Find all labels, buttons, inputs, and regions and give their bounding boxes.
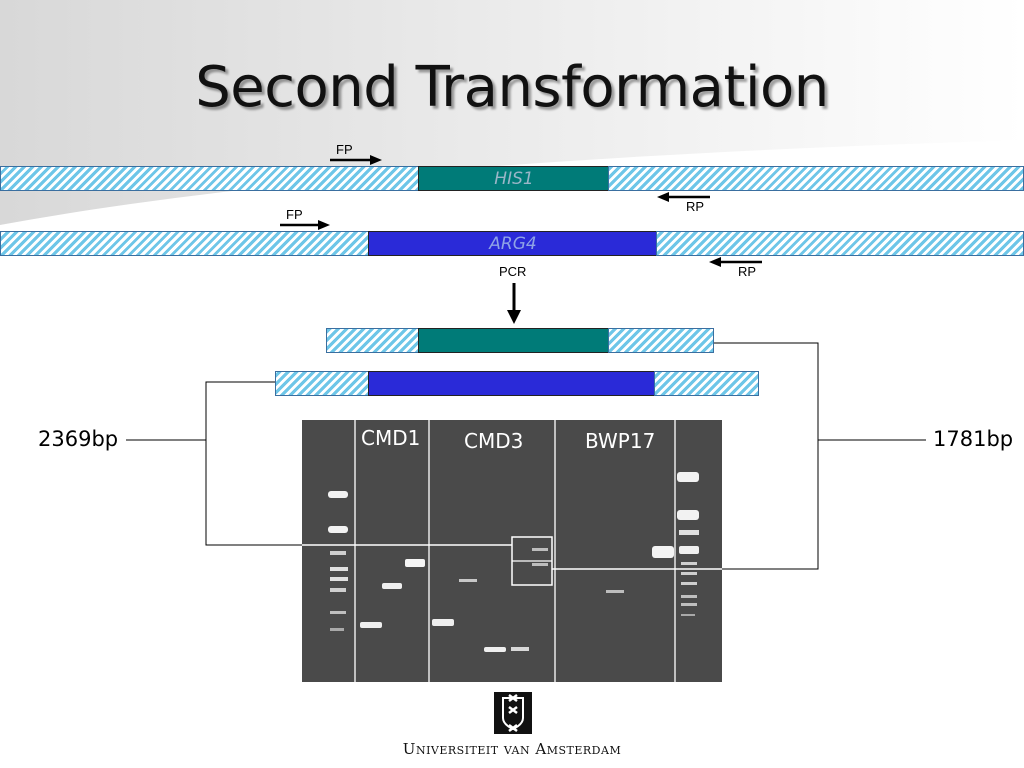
arg4-product-gene	[368, 371, 656, 396]
size-label-2369bp: 2369bp	[38, 427, 119, 451]
lane-label-bwp17: BWP17	[585, 429, 656, 453]
his1-gene: HIS1	[418, 166, 610, 191]
arg4-right-flank	[656, 231, 1024, 256]
arg4-gene: ARG4	[368, 231, 658, 256]
slide-title: Second Transformation	[195, 55, 829, 120]
arg4-product-right-flank	[654, 371, 759, 396]
arg4-left-flank	[0, 231, 370, 256]
size-label-1781bp: 1781bp	[933, 427, 1014, 451]
his1-left-flank	[0, 166, 420, 191]
university-crest-logo	[494, 692, 532, 734]
gel-image: CMD1 CMD3 BWP17	[302, 420, 722, 682]
gel-bands	[328, 420, 699, 682]
his1-forward-primer-label: FP	[336, 142, 353, 157]
lane-label-cmd1: CMD1	[361, 426, 421, 450]
his1-product-left-flank	[326, 328, 420, 353]
lane-label-cmd3: CMD3	[464, 429, 524, 453]
arg4-gene-label: ARG4	[489, 233, 537, 254]
his1-right-flank	[608, 166, 1024, 191]
his1-product-right-flank	[608, 328, 714, 353]
arg4-reverse-primer-label: RP	[738, 264, 757, 279]
arg4-product-left-flank	[275, 371, 370, 396]
pcr-label: PCR	[499, 264, 527, 279]
his1-reverse-primer-label: RP	[686, 199, 705, 214]
his1-product-gene	[418, 328, 610, 353]
his1-gene-label: HIS1	[494, 168, 534, 189]
university-name: Universiteit van Amsterdam	[402, 740, 622, 758]
arg4-forward-primer-label: FP	[286, 207, 303, 222]
